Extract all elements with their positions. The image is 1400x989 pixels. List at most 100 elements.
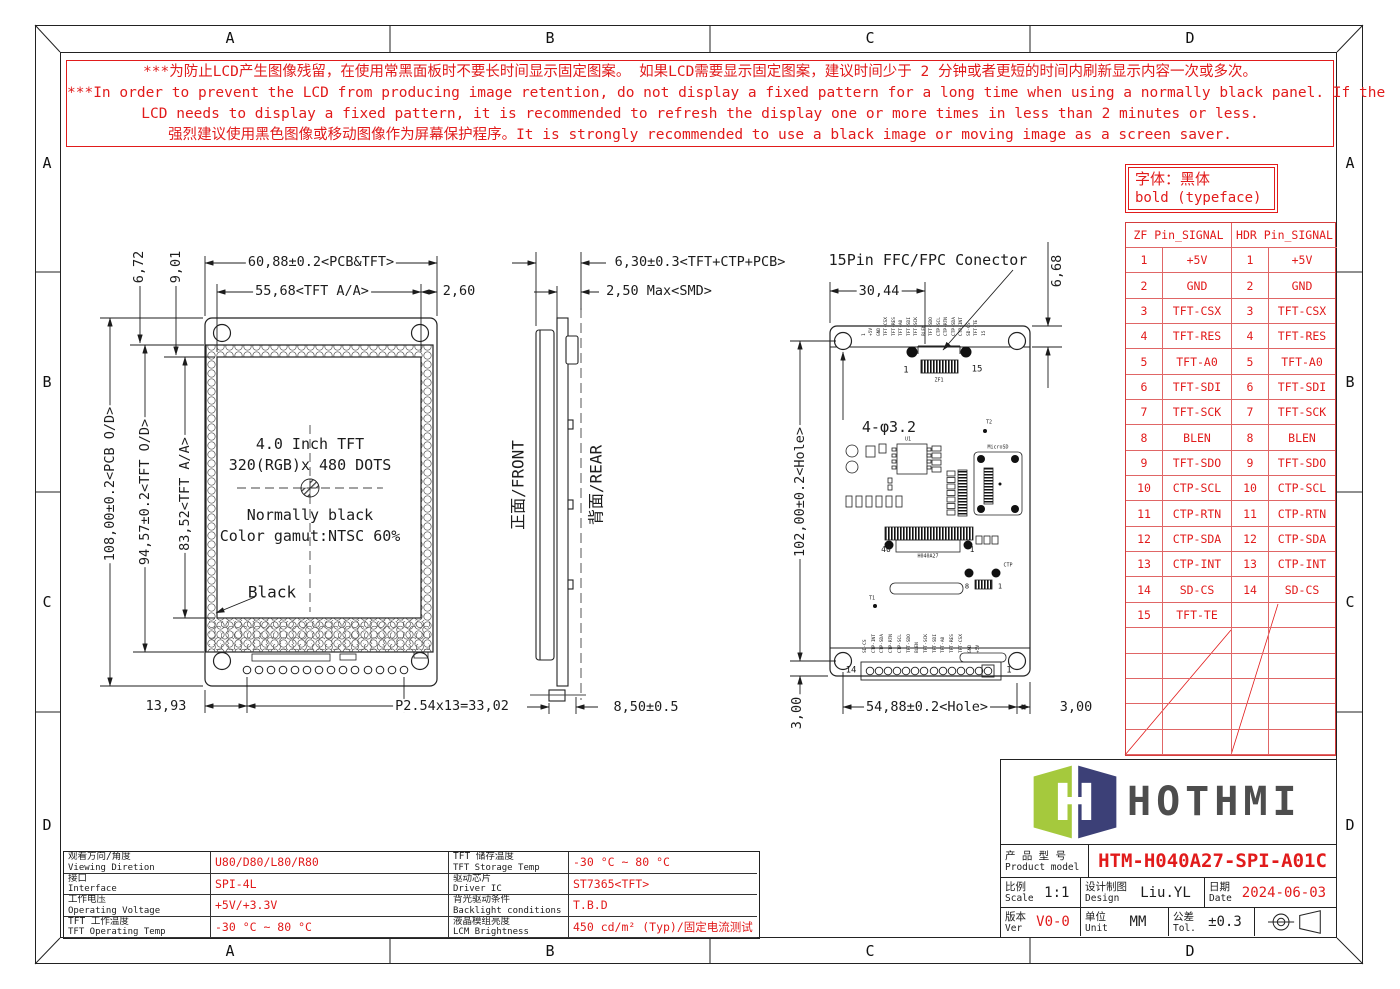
grid-ref-bottom-b: B	[545, 942, 555, 960]
screen-spec-line1: 4.0 Inch TFT	[255, 435, 365, 454]
ffc-ref-label: ZF1	[934, 377, 944, 384]
dim-height-pcb: 108,00±0.2<PCB O/D>	[101, 404, 118, 564]
warning-line: ***In order to prevent the LCD from prod…	[67, 84, 1386, 101]
ffc-pin-signal: CTP-SDA	[951, 317, 957, 336]
version-value: V0-0	[1036, 914, 1070, 930]
dim-thickness: 6,30±0.3<TFT+CTP+PCB>	[612, 253, 788, 270]
hdr-pin-number	[1232, 678, 1269, 705]
zf-pin-number: 11	[1126, 501, 1163, 527]
spec-table-row: TFT 工作温度 TFT Operating Temp -30 °C ~ 80 …	[64, 916, 759, 939]
zf-pin-signal: TFT-SCK	[1163, 400, 1232, 426]
hdr-pin-number: 1	[1232, 248, 1269, 274]
zf-pin-number: 5	[1126, 349, 1163, 375]
bottom-pin-signal: TFT-SDI	[932, 634, 938, 653]
hdr-pin-number: 13	[1232, 552, 1269, 578]
projection-symbol-icon	[1267, 910, 1321, 934]
pin-table-header-zf: ZF Pin_SIGNAL	[1126, 223, 1232, 248]
pin-table-strikethrough	[1124, 603, 1279, 756]
logo-wordmark: HOTHMI	[1127, 779, 1302, 825]
unit-cell: 单位 Unit MM	[1081, 908, 1169, 936]
hdr-pin-number: 4	[1232, 324, 1269, 350]
zf-pin-number: 12	[1126, 526, 1163, 553]
rear-view-bottom-pins	[860, 661, 1002, 681]
tolerance-value: ±0.3	[1208, 914, 1242, 930]
warning-line: 强烈建议使用黑色图像或移动图像作为屏幕保护程序。It is strongly r…	[168, 126, 1232, 143]
scale-cell: 比例 Scale 1:1	[1001, 878, 1081, 907]
zf-pin-number: 6	[1126, 374, 1163, 401]
spec-label-1: TFT 工作温度 TFT Operating Temp	[64, 916, 211, 939]
ffc-pin-signal: CTP-RTN	[944, 317, 950, 336]
hdr-pin-signal: CTP-INT	[1269, 552, 1335, 578]
zf-pin-signal: GND	[1163, 273, 1232, 299]
dim-hole-height: 102,00±0.2<Hole>	[791, 424, 808, 560]
hdr-pin-number: 3	[1232, 298, 1269, 325]
grid-ref-bottom-d: D	[1185, 942, 1195, 960]
title-block: H HOTHMI 产 品 型 号 Product model HTM-H040A…	[1000, 759, 1337, 938]
unit-value: MM	[1129, 914, 1147, 930]
hdr-pin-signal: TFT-SDI	[1269, 375, 1335, 401]
hdr-pin-number	[1232, 653, 1269, 679]
zf-pin-signal: TFT-SDI	[1163, 374, 1232, 401]
bottom-row-pin14-label: 14	[845, 665, 857, 676]
front-view-pin-holes	[242, 665, 409, 675]
dim-top-edge-offset: 6,68	[1048, 252, 1065, 290]
screen-spec-line3: Normally black	[246, 506, 374, 525]
dim-mounting-holes: 4-φ3.2	[859, 418, 919, 437]
fpc40-pin1-label: 1	[969, 544, 975, 554]
dim-smd-height: 2,50 Max<SMD>	[604, 282, 714, 299]
zf-pin-number: 4	[1126, 324, 1163, 350]
dim-connector-offset: 30,44	[856, 282, 902, 299]
pin-table-row	[1126, 628, 1335, 654]
zf-pin-signal: CTP-SDA	[1163, 526, 1232, 553]
hdr-pin-number	[1232, 729, 1269, 755]
date-value: 2024-06-03	[1241, 884, 1327, 901]
bottom-pin-signal: GND	[967, 644, 973, 653]
front-side-label: 正面/FRONT	[508, 438, 528, 532]
ffc-pin15-label: 15	[971, 364, 983, 375]
ctp-pin8-label: 8	[964, 582, 970, 591]
pin-table-row: 7 TFT-SCK 7 TFT-SCK	[1126, 400, 1335, 426]
ffc-pin-signal: TFT-SDI	[906, 317, 912, 336]
hdr-pin-signal: TFT-RES	[1269, 324, 1335, 350]
pin-table-row	[1126, 653, 1335, 679]
font-note-line2: bold (typeface)	[1135, 190, 1262, 206]
hdr-pin-number: 14	[1232, 577, 1269, 603]
bottom-pin-signal: BLEN	[915, 642, 921, 653]
hdr-pin-signal	[1269, 654, 1335, 679]
hdr-pin-signal	[1269, 704, 1335, 730]
zf-pin-signal: CTP-SCL	[1163, 476, 1232, 502]
pin-table-row: 15 TFT-TE	[1126, 602, 1335, 629]
zf-pin-number: 14	[1126, 577, 1163, 603]
zf-pin-signal: TFT-RES	[1163, 324, 1232, 350]
spec-value-2: -30 °C ~ 80 °C	[569, 852, 757, 874]
zf-pin-number: 9	[1126, 450, 1163, 477]
zf-pin-number	[1126, 729, 1163, 755]
dim-width-active-area: 55,68<TFT A/A>	[253, 282, 371, 299]
zf-pin-number: 2	[1126, 273, 1163, 299]
hdr-pin-signal: TFT-A0	[1269, 349, 1335, 375]
version-unit-tol-row: 版本 Ver V0-0 单位 Unit MM 公差 Tol. ±0.3	[1001, 908, 1336, 936]
ffc-pin-signal: BLEN	[921, 325, 927, 336]
dim-hole-width: 54,88±0.2<Hole>	[864, 698, 990, 715]
zf-pin-signal: TFT-A0	[1163, 349, 1232, 375]
pin-table-row: 12 CTP-SDA 12 CTP-SDA	[1126, 526, 1335, 553]
zf-pin-number	[1126, 704, 1163, 730]
ctp-name-label: CTP	[1003, 562, 1013, 569]
bottom-pin-signal: CTP-SDA	[880, 634, 886, 653]
pin-table-row: 3 TFT-CSX 3 TFT-CSX	[1126, 298, 1335, 325]
pin-table-row	[1126, 729, 1335, 755]
screen-spec-line2: 320(RGB)x 480 DOTS	[228, 456, 392, 475]
hdr-pin-signal	[1269, 603, 1335, 629]
ffc-pin-signal: TFT-SCK	[914, 317, 920, 336]
dim-width-pcb-tft: 60,88±0.2<PCB&TFT>	[245, 253, 397, 270]
grid-ref-right-c: C	[1345, 593, 1355, 611]
hdr-pin-signal: SD-CS	[1269, 577, 1335, 603]
date-cell: 日期 Date 2024-06-03	[1209, 881, 1327, 904]
pin-table-row: 6 TFT-SDI 6 TFT-SDI	[1126, 374, 1335, 401]
t2-ref-label: T2	[985, 419, 993, 426]
bottom-pin-signal: CTP-RTN	[889, 634, 895, 653]
zf-pin-number: 10	[1126, 476, 1163, 502]
